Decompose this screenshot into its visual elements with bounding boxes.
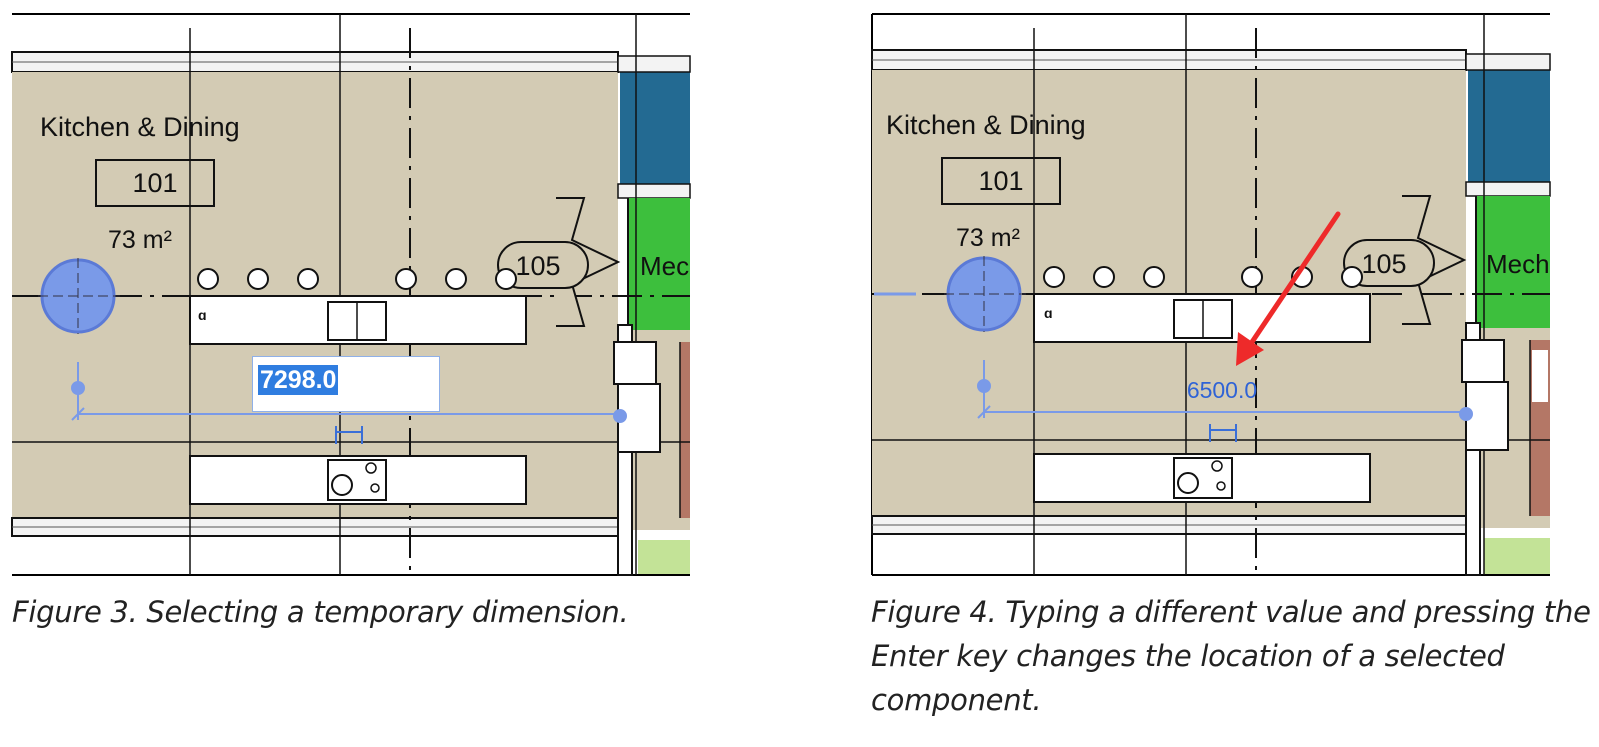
temporary-dimension-value[interactable]: 7298.0	[258, 365, 339, 395]
room-name-label: Kitchen & Dining	[40, 112, 240, 142]
door-tag[interactable]	[497, 241, 589, 289]
room-number-box[interactable]	[95, 159, 215, 207]
room-area-label: 73 m²	[956, 224, 1020, 252]
svg-text:ɑ: ɑ	[1044, 305, 1053, 321]
adjacent-room-label: Mech	[1486, 249, 1550, 279]
floor-plan-view: ɑ 6500.0 Kitchen & Dining	[871, 13, 1551, 576]
room-name-label: Kitchen & Dining	[886, 110, 1086, 140]
red-arrow-icon	[1236, 211, 1341, 366]
room-area-label: 73 m²	[108, 226, 172, 254]
chairs[interactable]	[1043, 266, 1363, 288]
chairs[interactable]	[197, 268, 517, 290]
figure-4-caption: Figure 4. Typing a different value and p…	[871, 595, 1591, 717]
temporary-dimension-value[interactable]: 6500.0	[1187, 377, 1257, 403]
mech-room[interactable]	[1476, 196, 1550, 328]
figure-3-caption: Figure 3. Selecting a temporary dimensio…	[12, 595, 629, 629]
adjacent-room-label: Mec	[640, 251, 689, 281]
door-tag-label: 105	[1361, 249, 1406, 279]
floor-plan-view: ɑ Kitchen & Dining 101 73 m² 105 Mec	[11, 13, 691, 576]
dimension-toggle-icon[interactable]	[1209, 424, 1237, 442]
temporary-dimension[interactable]	[71, 362, 627, 423]
room-number-label: 101	[132, 168, 177, 198]
room-number-label: 101	[978, 166, 1023, 196]
blue-room[interactable]	[1468, 70, 1550, 182]
dimension-toggle-icon[interactable]	[335, 426, 363, 444]
appliance-icon	[613, 341, 657, 385]
door-tag[interactable]	[1343, 239, 1435, 287]
mech-room[interactable]	[628, 198, 690, 330]
room-number-box[interactable]	[941, 157, 1061, 205]
door-tag-label: 105	[515, 251, 560, 281]
appliance-icon	[1461, 339, 1505, 383]
landscape-area	[1484, 538, 1550, 574]
temporary-dimension[interactable]	[977, 360, 1473, 421]
temporary-dimension-input[interactable]: 7298.0	[252, 356, 440, 412]
blue-room[interactable]	[620, 72, 690, 184]
landscape-area	[638, 540, 690, 574]
svg-text:ɑ: ɑ	[198, 307, 207, 323]
